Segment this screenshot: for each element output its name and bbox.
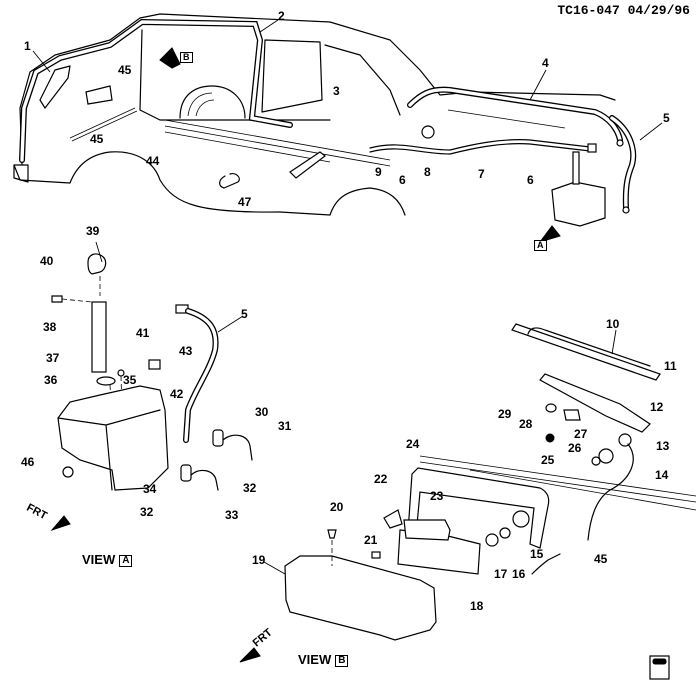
callout-23: 23 <box>430 489 444 503</box>
callout-40: 40 <box>40 254 54 268</box>
callout-11: 11 <box>664 359 677 373</box>
callout-16: 16 <box>512 567 526 581</box>
diagram-date: 04/29/96 <box>627 3 690 18</box>
leader-lines <box>32 19 663 575</box>
callout-31: 31 <box>278 419 292 433</box>
reservoir-small <box>551 151 606 227</box>
view-a-letter: A <box>119 555 133 567</box>
view-a-marker-letter: A <box>534 240 547 251</box>
callout-6-right: 6 <box>527 173 534 187</box>
callout-38: 38 <box>43 320 57 334</box>
callout-35: 35 <box>123 373 137 387</box>
callout-10: 10 <box>606 317 620 331</box>
washer-hose <box>369 125 597 155</box>
vehicle-body <box>13 13 616 216</box>
callout-30: 30 <box>255 405 269 419</box>
callout-27: 27 <box>574 427 588 441</box>
callout-32-b: 32 <box>140 505 154 519</box>
washer-harness-front <box>407 86 637 214</box>
callout-5-view: 5 <box>241 307 248 321</box>
callout-20: 20 <box>330 500 344 514</box>
callout-39: 39 <box>86 224 100 238</box>
view-b-marker-letter: B <box>180 52 193 63</box>
callout-47: 47 <box>238 195 252 209</box>
callout-43: 43 <box>179 344 193 358</box>
view-a-reservoir <box>51 253 253 491</box>
callout-45-lower: 45 <box>90 132 104 146</box>
callout-21: 21 <box>364 533 378 547</box>
callout-13: 13 <box>656 439 670 453</box>
callout-45-rear: 45 <box>594 552 608 566</box>
callout-32-a: 32 <box>243 481 257 495</box>
view-b-arrow <box>159 47 181 69</box>
callout-9: 9 <box>375 165 382 179</box>
callout-18: 18 <box>470 599 484 613</box>
callout-2: 2 <box>278 9 285 23</box>
clip-47 <box>219 173 240 189</box>
front-arrow-view-b <box>239 647 261 663</box>
view-b-wiper-assembly <box>284 323 696 641</box>
view-a-arrow <box>538 225 561 243</box>
callout-46: 46 <box>21 455 35 469</box>
front-arrow-view-a <box>50 515 71 532</box>
diagram-header: TC16-047 04/29/96 <box>557 3 690 18</box>
callout-15: 15 <box>530 547 544 561</box>
callout-29: 29 <box>498 407 512 421</box>
view-b-prefix: VIEW <box>298 652 332 667</box>
callout-34: 34 <box>143 482 157 496</box>
callout-37: 37 <box>46 351 60 365</box>
gm-spo-logo-icon <box>649 655 670 680</box>
view-b-letter: B <box>335 655 349 667</box>
callout-12: 12 <box>650 400 664 414</box>
callout-1: 1 <box>24 39 31 53</box>
callout-8: 8 <box>424 165 431 179</box>
callout-22: 22 <box>374 472 388 486</box>
callout-42: 42 <box>170 387 184 401</box>
callout-3: 3 <box>333 84 340 98</box>
callout-41: 41 <box>136 326 150 340</box>
callout-45-upper: 45 <box>118 63 132 77</box>
callout-33: 33 <box>225 508 239 522</box>
callout-26: 26 <box>568 441 582 455</box>
callout-24: 24 <box>406 437 420 451</box>
callout-17: 17 <box>494 567 508 581</box>
callout-7: 7 <box>478 167 485 181</box>
callout-44: 44 <box>146 154 160 168</box>
callout-36: 36 <box>44 373 58 387</box>
callout-4: 4 <box>542 56 549 70</box>
callout-25: 25 <box>541 453 555 467</box>
diagram-code: TC16-047 <box>557 3 620 18</box>
callout-5-top: 5 <box>663 111 670 125</box>
view-a-prefix: VIEW <box>82 552 116 567</box>
callout-19: 19 <box>252 553 266 567</box>
callout-14: 14 <box>655 468 669 482</box>
callout-28: 28 <box>519 417 533 431</box>
callout-6-left: 6 <box>399 173 406 187</box>
